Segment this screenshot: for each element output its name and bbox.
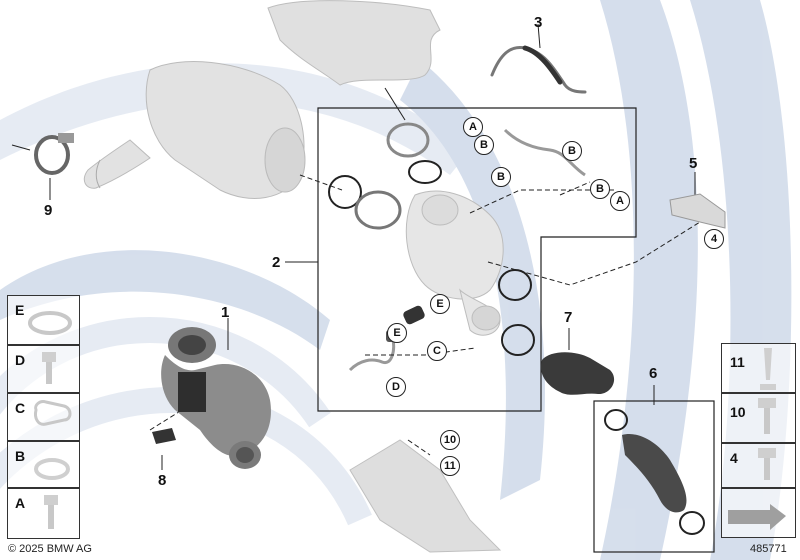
legend-item-e[interactable]: E <box>7 295 80 345</box>
legend-key: 4 <box>730 450 738 466</box>
callout-e[interactable]: E <box>430 294 450 314</box>
callout-d[interactable]: D <box>386 377 406 397</box>
part-callout-11[interactable]: 11 <box>440 456 460 476</box>
part-label-9[interactable]: 9 <box>44 202 53 219</box>
legend-item-11[interactable]: 11 <box>721 343 796 393</box>
legend-item-10[interactable]: 10 <box>721 393 796 443</box>
charge-pipe-part-6 <box>604 409 705 535</box>
assembly-outline-6 <box>593 400 715 553</box>
legend-item-a[interactable]: A <box>7 488 80 539</box>
clip-part-8 <box>152 428 176 444</box>
legend-key: 10 <box>730 404 746 420</box>
bracket-part-5 <box>669 193 726 229</box>
callout-b[interactable]: B <box>491 167 511 187</box>
gaskets <box>328 122 535 356</box>
part-label-8[interactable]: 8 <box>158 472 167 489</box>
assembly-outline-2 <box>317 107 637 412</box>
callout-a[interactable]: A <box>610 191 630 211</box>
exhaust-manifold <box>267 0 441 86</box>
callout-a[interactable]: A <box>463 117 483 137</box>
callout-c[interactable]: C <box>427 341 447 361</box>
image-number: 485771 <box>750 543 787 555</box>
part-label-6[interactable]: 6 <box>649 365 658 382</box>
legend-key: D <box>15 352 26 368</box>
part-label-5[interactable]: 5 <box>689 155 698 172</box>
oil-return-line <box>348 128 586 372</box>
boot-part-7 <box>540 352 615 395</box>
catalytic-converter <box>83 61 306 199</box>
legend-key: 11 <box>730 354 745 370</box>
part-label-1[interactable]: 1 <box>221 304 230 321</box>
callout-b[interactable]: B <box>562 141 582 161</box>
part-label-2[interactable]: 2 <box>272 254 281 271</box>
legend-key: E <box>15 302 25 318</box>
next-page-arrow[interactable] <box>721 488 796 538</box>
part-label-3[interactable]: 3 <box>534 14 543 31</box>
legend-item-4[interactable]: 4 <box>721 443 796 488</box>
part-label-7[interactable]: 7 <box>564 309 573 326</box>
turbocharger-part-1 <box>161 327 271 469</box>
callout-b[interactable]: B <box>590 179 610 199</box>
callout-b[interactable]: B <box>474 135 494 155</box>
turbocharger-assembly <box>405 190 504 336</box>
lower-bracket <box>349 439 502 553</box>
legend-item-c[interactable]: C <box>7 393 80 441</box>
legend-key: A <box>15 495 26 511</box>
legend-key: C <box>15 400 26 416</box>
leader-lines <box>149 174 701 456</box>
part-callout-10[interactable]: 10 <box>440 430 460 450</box>
copyright-text: © 2025 BMW AG <box>8 543 92 555</box>
clamp-part-9 <box>34 133 74 175</box>
legend-key: B <box>15 448 26 464</box>
part-callout-4[interactable]: 4 <box>704 229 724 249</box>
callout-e[interactable]: E <box>387 323 407 343</box>
legend-item-d[interactable]: D <box>7 345 80 393</box>
oil-line-part-3 <box>490 45 587 94</box>
legend-item-b[interactable]: B <box>7 441 80 488</box>
